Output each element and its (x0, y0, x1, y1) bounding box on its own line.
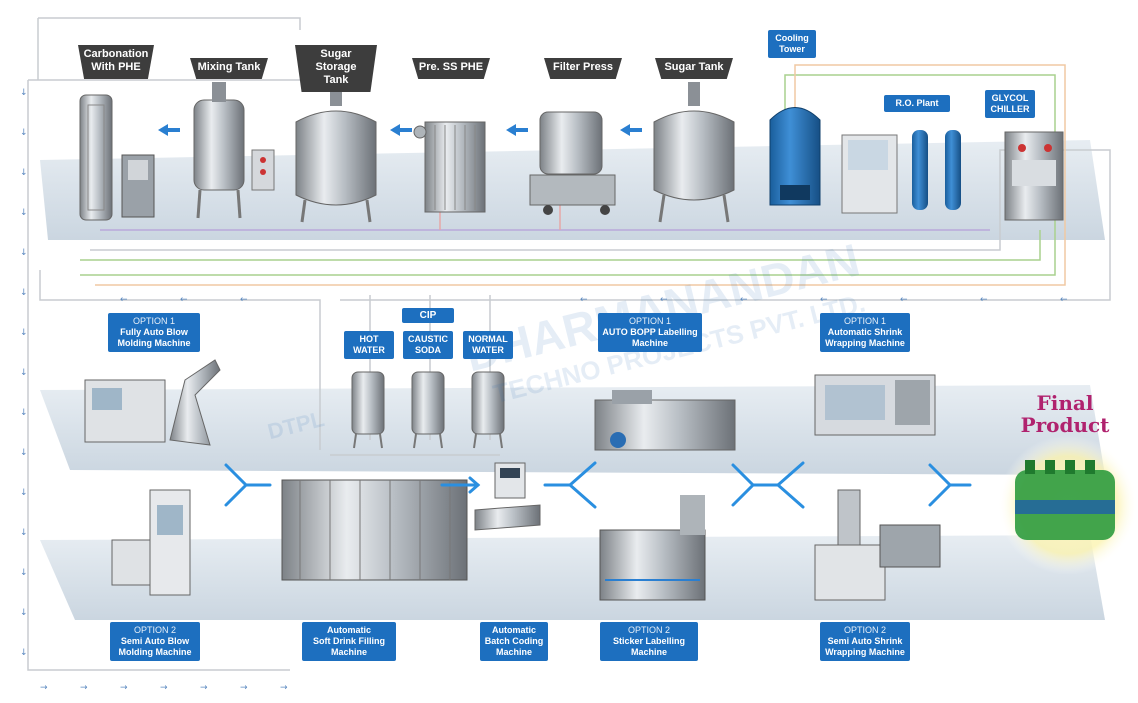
machine-name: Automatic Shrink Wrapping Machine (825, 327, 905, 348)
svg-text:←: ← (660, 295, 668, 305)
svg-text:←: ← (180, 295, 188, 305)
glycol-chiller (1004, 131, 1064, 221)
label-blow-molding-option-2: OPTION 2 Semi Auto Blow Molding Machine (110, 622, 200, 661)
machine-name: Sticker Labelling Machine (612, 636, 686, 657)
svg-text:→: → (240, 683, 248, 693)
option-tag: OPTION 1 (843, 316, 886, 326)
svg-text:←: ← (900, 295, 908, 305)
auto-shrink-wrapping (814, 374, 936, 436)
final-product-line-1: Final (1036, 391, 1094, 415)
svg-text:↓: ↓ (20, 208, 28, 218)
svg-text:↓: ↓ (20, 288, 28, 298)
label-sugar-tank: Sugar Tank (655, 58, 733, 79)
cooling-tower (769, 107, 821, 206)
label-caustic-soda: CAUSTIC SODA (403, 331, 453, 359)
svg-text:↓: ↓ (20, 328, 28, 338)
svg-text:←: ← (980, 295, 988, 305)
machine-name: AUTO BOPP Labelling Machine (602, 327, 698, 348)
svg-text:←: ← (240, 295, 248, 305)
machine-name: Fully Auto Blow Molding Machine (117, 327, 191, 348)
svg-text:←: ← (740, 295, 748, 305)
svg-text:↓: ↓ (20, 528, 28, 538)
carbonation-unit (79, 94, 155, 221)
final-product-line-2: Product (1020, 413, 1110, 437)
label-labelling-option-1: OPTION 1 AUTO BOPP Labelling Machine (598, 313, 702, 352)
cip-tanks (351, 371, 505, 449)
svg-text:→: → (200, 683, 208, 693)
label-pre-ss-phe: Pre. SS PHE (412, 58, 490, 79)
svg-text:←: ← (1060, 295, 1068, 305)
sugar-tank (653, 82, 735, 223)
machine-name: Semi Auto Blow Molding Machine (118, 636, 192, 657)
label-ro-plant: R.O. Plant (884, 95, 950, 112)
svg-text:→: → (280, 683, 288, 693)
svg-text:↓: ↓ (20, 488, 28, 498)
label-glycol-chiller: GLYCOL CHILLER (985, 90, 1035, 118)
label-blow-molding-option-1: OPTION 1 Fully Auto Blow Molding Machine (108, 313, 200, 352)
semi-auto-blow-molding (111, 489, 191, 596)
final-product-title: Final Product (1010, 392, 1120, 436)
label-cip: CIP (402, 308, 454, 323)
svg-text:→: → (160, 683, 168, 693)
label-shrink-option-2: OPTION 2 Semi Auto Shrink Wrapping Machi… (820, 622, 910, 661)
pre-ss-phe (413, 121, 486, 213)
process-arrows (224, 461, 972, 509)
final-product-image (998, 435, 1138, 575)
label-filter-press: Filter Press (544, 58, 622, 79)
machine-name: Semi Auto Shrink Wrapping Machine (825, 636, 905, 657)
sticker-labelling (599, 495, 706, 601)
svg-text:→: → (40, 683, 48, 693)
svg-text:↓: ↓ (20, 568, 28, 578)
bottom-platform (40, 535, 1105, 620)
piping-lines (27, 17, 1111, 671)
label-carbonation: Carbonation With PHE (78, 45, 154, 79)
option-tag: OPTION 2 (843, 625, 886, 635)
label-shrink-option-1: OPTION 1 Automatic Shrink Wrapping Machi… (820, 313, 910, 352)
batch-coding (474, 462, 541, 531)
label-filling-machine: Automatic Soft Drink Filling Machine (302, 622, 396, 661)
label-batch-coding-machine: Automatic Batch Coding Machine (480, 622, 548, 661)
option-tag: OPTION 1 (628, 316, 671, 326)
option-tag: OPTION 1 (132, 316, 175, 326)
label-hot-water: HOT WATER (344, 331, 394, 359)
fully-auto-blow-molding (84, 359, 221, 446)
svg-text:→: → (120, 683, 128, 693)
svg-text:↓: ↓ (20, 648, 28, 658)
option-tag: OPTION 2 (627, 625, 670, 635)
svg-text:↓: ↓ (20, 408, 28, 418)
svg-text:→: → (80, 683, 88, 693)
soft-drink-filling (281, 479, 468, 581)
svg-text:↓: ↓ (20, 448, 28, 458)
ro-plant (841, 130, 961, 214)
svg-text:←: ← (120, 295, 128, 305)
svg-text:↓: ↓ (20, 608, 28, 618)
svg-text:↓: ↓ (20, 88, 28, 98)
svg-text:↓: ↓ (20, 168, 28, 178)
flow-markers: ↓ ↓ ↓ ↓ ↓ ↓ ↓ ↓ ↓ ↓ ↓ ↓ ↓ ↓ ↓ → → → → → → → ← ← ← ← ← ← ← ← ← ← (20, 88, 1068, 693)
mixing-tank (193, 82, 275, 219)
svg-text:↓: ↓ (20, 368, 28, 378)
semi-auto-shrink-wrapping (814, 489, 941, 601)
option-tag: OPTION 2 (133, 625, 176, 635)
top-flow-arrows (158, 124, 642, 136)
label-cooling-tower: Cooling Tower (768, 30, 816, 58)
svg-text:↓: ↓ (20, 128, 28, 138)
svg-text:←: ← (580, 295, 588, 305)
label-mixing-tank: Mixing Tank (190, 58, 268, 79)
filter-press (529, 111, 616, 215)
svg-text:←: ← (820, 295, 828, 305)
svg-text:↓: ↓ (20, 248, 28, 258)
bopp-labelling (594, 390, 736, 451)
label-normal-water: NORMAL WATER (463, 331, 513, 359)
label-sugar-storage-tank: Sugar Storage Tank (295, 45, 377, 92)
label-labelling-option-2: OPTION 2 Sticker Labelling Machine (600, 622, 698, 661)
